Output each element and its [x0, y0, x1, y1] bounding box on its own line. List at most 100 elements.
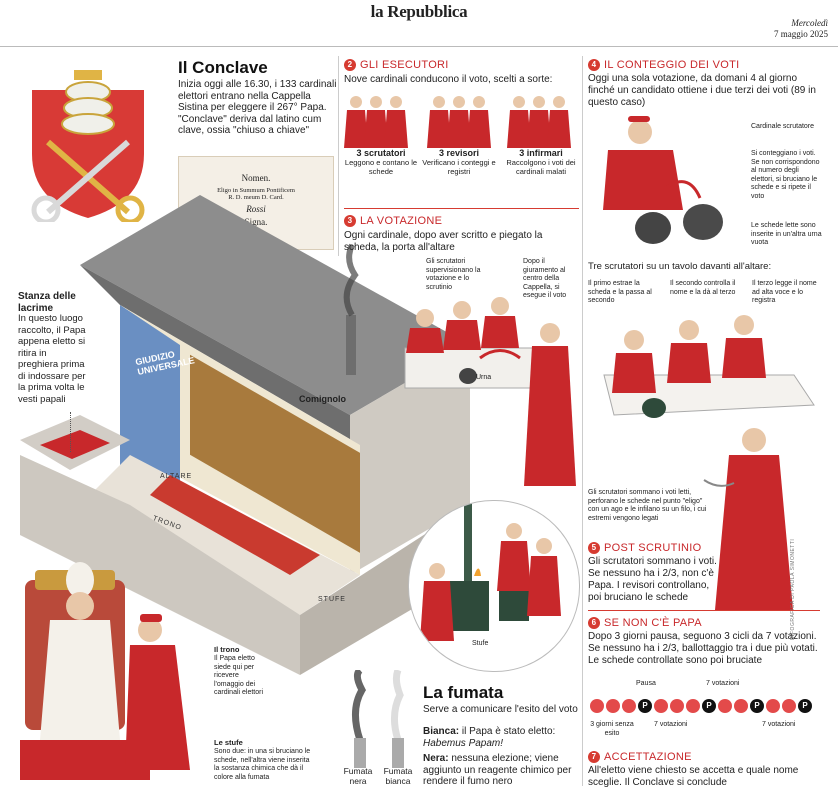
vote-dot — [718, 699, 732, 713]
section-number: 2 — [344, 59, 356, 71]
esecutori-cardinals — [344, 92, 579, 148]
day-dot — [622, 699, 636, 713]
pope-throne-illustration — [0, 540, 210, 790]
section-title: GLI ESECUTORI — [360, 59, 449, 71]
fumata-bianca-desc: il Papa è stato eletto: — [461, 726, 556, 737]
section-conteggio-heading: 4 IL CONTEGGIO DEI VOTI — [588, 59, 739, 71]
stufe-circle-illustration — [408, 500, 580, 672]
chimneys-illustration — [340, 670, 420, 768]
note-terzo: Il terzo legge il nome ad alta voce e lo… — [752, 280, 817, 304]
ballot-line2: R. D. meum D. Card. — [228, 194, 284, 201]
section-number: 5 — [588, 542, 600, 554]
ballot-signature: Rossi — [246, 204, 266, 214]
vote-dot — [670, 699, 684, 713]
section-number: 3 — [344, 215, 356, 227]
fumata-title: La fumata — [423, 683, 504, 702]
nopapa-text: Dopo 3 giorni pausa, seguono 3 cicli da … — [588, 631, 818, 666]
note-cardinale-scrutatore: Cardinale scrutatore — [751, 123, 815, 130]
group-infirmari: 3 infirmari Raccolgono i voti dei cardin… — [502, 148, 580, 176]
label-tre-giorni: 3 giorni senza esito — [590, 721, 634, 737]
stanza-title: Stanza delle lacrime — [18, 291, 76, 314]
trono-title: Il trono — [214, 645, 240, 654]
fumata-text: Serve a comunicare l'esito del voto — [423, 704, 578, 715]
post-text: Gli scrutatori sommano i voti. Se nessun… — [588, 556, 717, 603]
separator-2 — [582, 56, 583, 786]
intro-title: Il Conclave — [178, 58, 268, 77]
label-sette-2: 7 votazioni — [762, 721, 796, 728]
stufe-note-text: Sono due: in una si bruciano le schede, … — [214, 748, 311, 781]
section-votazione-heading: 3 LA VOTAZIONE — [344, 215, 442, 227]
ballot-sequence: P P P P — [590, 697, 820, 715]
day-dot — [606, 699, 620, 713]
divider-post — [588, 610, 820, 611]
group-infirmari-desc: Raccolgono i voti dei cardinali malati — [506, 158, 576, 176]
note-schede-lette: Le schede lette sono inserite in un'altr… — [751, 222, 822, 246]
section-esecutori-heading: 2 GLI ESECUTORI — [344, 59, 449, 71]
votazione-note-scrutatori: Gli scrutatori supervisionano la votazio… — [426, 258, 481, 291]
section-number: 4 — [588, 59, 600, 71]
section-post-heading: 5 POST SCRUTINIO — [588, 542, 702, 554]
section-title: ACCETTAZIONE — [604, 751, 692, 763]
conteggio-text: Oggi una sola votazione, da domani 4 al … — [588, 73, 816, 108]
dateline: Mercoledì 7 maggio 2025 — [774, 18, 828, 40]
vote-dot — [782, 699, 796, 713]
day: Mercoledì — [791, 18, 828, 28]
vote-dot — [734, 699, 748, 713]
newspaper-logo[interactable]: la Repubblica — [370, 2, 468, 21]
note-filo: Gli scrutatori sommano i voti letti, per… — [588, 489, 707, 522]
label-altare: ALTARE — [160, 473, 193, 480]
stanza-leader — [70, 412, 72, 452]
stanza-text: In questo luogo raccolto, il Papa appena… — [18, 313, 86, 405]
group-scrutatori-desc: Leggono e contano le schede — [344, 158, 418, 176]
section-number: 7 — [588, 751, 600, 763]
stufe-note-title: Le stufe — [214, 738, 243, 747]
label-sette-1: 7 votazioni — [654, 721, 688, 728]
label-sette-top: 7 votazioni — [706, 680, 740, 687]
label-stufe-chapel: STUFE — [318, 596, 346, 603]
fumata-bianca: Bianca: il Papa è stato eletto: Habemus … — [423, 726, 578, 750]
label-fumata-nera: Fumata nera — [343, 766, 373, 786]
accettazione-text: All'eletto viene chiesto se accetta e qu… — [588, 765, 799, 788]
esecutori-text: Nove cardinali conducono il voto, scelti… — [344, 74, 553, 85]
fumata-nera: Nera: nessuna elezione; viene aggiunto u… — [423, 753, 581, 788]
label-stufe-circle: Stufe — [472, 640, 489, 647]
fumata-bianca-label: Bianca: — [423, 726, 460, 737]
section-number: 6 — [588, 617, 600, 629]
scrutatori-table-illustration — [594, 305, 824, 625]
note-conteggio: Si conteggiano i voti. Se non corrispond… — [751, 150, 820, 200]
label-urna: Urna — [476, 374, 492, 381]
votazione-note-giuramento: Dopo il giuramento al centro della Cappe… — [523, 258, 567, 299]
section-title: LA VOTAZIONE — [360, 215, 443, 227]
ballot-line1: Eligo in Summum Pontificem — [217, 187, 295, 194]
trono-text: Il Papa eletto siede qui per ricevere l'… — [214, 655, 264, 696]
intro-text: Inizia oggi alle 16.30, i 133 cardinali … — [178, 79, 337, 136]
conteggio-illustration — [588, 110, 748, 260]
group-scrutatori-label: 3 scrutatori — [356, 148, 406, 158]
ballot-nomen: Nomen. — [241, 173, 271, 183]
pause-dot: P — [702, 699, 716, 713]
fumata-nera-desc: nessuna elezione; viene aggiunto un reag… — [423, 753, 572, 787]
label-fumata-bianca: Fumata bianca — [383, 766, 413, 786]
fumata-habemus: Habemus Papam! — [423, 738, 504, 749]
section-nopapa-heading: 6 SE NON C'È PAPA — [588, 617, 702, 629]
label-comignolo: Comignolo — [299, 394, 346, 404]
note-primo: Il primo estrae la scheda e la passa al … — [588, 280, 652, 304]
divider-esecutori — [344, 208, 579, 209]
group-infirmari-label: 3 infirmari — [519, 148, 563, 158]
group-scrutatori: 3 scrutatori Leggono e contano le schede — [344, 148, 418, 176]
sistine-chapel-cutaway — [0, 175, 480, 705]
separator-1 — [338, 56, 339, 256]
group-revisori-desc: Verificano i conteggi e registri — [422, 158, 496, 176]
masthead — [0, 0, 838, 47]
group-revisori-label: 3 revisori — [438, 148, 480, 158]
ballot-signa: Signa. — [244, 217, 268, 227]
group-revisori: 3 revisori Verificano i conteggi e regis… — [420, 148, 498, 176]
vote-dot — [654, 699, 668, 713]
fumata-nera-label: Nera: — [423, 753, 449, 764]
section-accettazione-heading: 7 ACCETTAZIONE — [588, 751, 692, 763]
vote-dot — [766, 699, 780, 713]
section-title: SE NON C'È PAPA — [604, 617, 702, 629]
pause-dot: P — [750, 699, 764, 713]
credit: INFOGRAFICA DI PAOLA SIMONETTI — [790, 538, 796, 640]
section-title: POST SCRUTINIO — [604, 542, 702, 554]
